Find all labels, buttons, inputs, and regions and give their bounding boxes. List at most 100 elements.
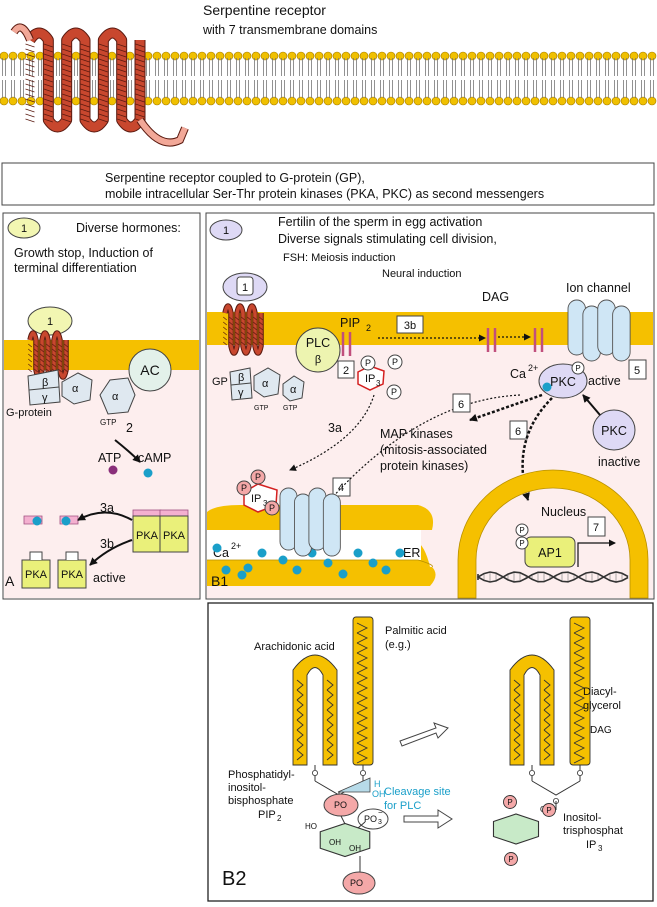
lipid-head — [530, 51, 540, 61]
helix-stripe — [135, 48, 145, 53]
panel-b2-palmitic-line2: (e.g.) — [385, 639, 411, 651]
lipid-head — [341, 51, 351, 61]
helix-stripe — [43, 73, 53, 78]
helix-stripe — [25, 98, 35, 103]
lipid-head — [242, 51, 252, 61]
zigzag — [573, 662, 586, 674]
panel-b2-label: B2 — [222, 868, 246, 890]
oxygen-atom — [577, 770, 584, 777]
helix-stripe — [117, 48, 127, 53]
lipid-head — [35, 51, 45, 61]
zigzag — [573, 642, 586, 654]
calcium-ion — [323, 558, 333, 568]
helix-stripe — [235, 331, 239, 336]
zigzag — [356, 712, 369, 724]
zigzag — [573, 702, 586, 714]
helix-stripe — [25, 43, 35, 48]
lipid-head — [638, 51, 648, 61]
helix-stripe — [34, 343, 38, 348]
lipid-head — [170, 96, 180, 106]
lipid-head — [215, 96, 225, 106]
panel-a-gprotein-label: G-protein — [6, 407, 52, 419]
panel-b2-oh-1: OH — [329, 838, 341, 847]
panel-b1: 1 Fertilin of the sperm in egg activatio… — [205, 212, 655, 600]
arachidonic-chain — [292, 654, 338, 766]
phosphate-p-label: P — [508, 855, 513, 864]
lipid-head — [602, 51, 612, 61]
lipid-head — [17, 96, 27, 106]
helix-stripe — [98, 113, 108, 118]
helix-stripe — [117, 103, 127, 108]
lipid-head — [287, 96, 297, 106]
caption-line2: mobile intracellular Ser-Thr protein kin… — [105, 187, 544, 201]
helix-stripe — [98, 118, 108, 123]
lipid-head — [251, 96, 261, 106]
panel-b1-signal-line1: Fertilin of the sperm in egg activation — [278, 215, 482, 229]
helix-stripe — [62, 43, 72, 48]
helix-stripe — [117, 118, 127, 123]
lipid-head — [8, 96, 18, 106]
lipid-head — [107, 96, 117, 106]
helix-stripe — [117, 108, 127, 113]
zigzag — [543, 689, 551, 701]
calcium-ion — [221, 565, 231, 575]
channel-subunit — [322, 493, 341, 557]
phosphate-p — [503, 795, 517, 809]
helix-stripe — [235, 321, 239, 326]
zigzag — [326, 709, 334, 721]
zigzag — [356, 652, 369, 664]
helix-stripe — [25, 88, 35, 93]
oxygen-atom — [359, 770, 366, 777]
helix-stripe — [64, 358, 68, 363]
lipid-head — [413, 51, 423, 61]
panel-b1-step6-a: 6 — [458, 399, 464, 411]
panel-b2-ip3-sub: 3 — [598, 844, 603, 853]
lipid-head — [332, 96, 342, 106]
helix-stripe — [241, 321, 245, 326]
lipid-head — [89, 51, 99, 61]
panel-b1-ap1: AP1 — [538, 546, 562, 560]
zigzag — [326, 749, 334, 761]
zigzag — [296, 689, 304, 701]
lipid-head — [593, 96, 603, 106]
phosphate-p — [542, 803, 556, 817]
panel-b1-plc: PLC — [306, 336, 330, 350]
helix-stripe — [98, 63, 108, 68]
inositol-ring — [492, 813, 540, 845]
panel-b2-pip2-line1: Phosphatidyl- — [228, 769, 295, 781]
calcium-ion — [353, 548, 363, 558]
panel-b1-gamma: γ — [238, 387, 244, 399]
panel-b1-p-1: P — [365, 358, 371, 368]
lipid-head — [314, 96, 324, 106]
panel-a-badge: 1 — [21, 223, 27, 235]
lipid-head — [233, 51, 243, 61]
helix-stripe — [62, 88, 72, 93]
zigzag — [543, 719, 551, 731]
panel-a-pka-4: PKA — [61, 569, 84, 581]
lipid-head — [269, 51, 279, 61]
helix-stripe — [229, 341, 233, 346]
helix-stripe — [64, 348, 68, 353]
panel-b1-er-ca-sup: 2+ — [231, 541, 241, 551]
helix-stripe — [25, 48, 35, 53]
helix-stripe — [43, 78, 53, 83]
oxygen-atom — [311, 770, 318, 777]
zigzag — [513, 729, 521, 741]
panel-b1-p-3: P — [391, 387, 397, 397]
lipid-head — [188, 51, 198, 61]
panel-b1-map-line2: (mitosis-associated — [380, 443, 487, 457]
lipid-head — [584, 51, 594, 61]
lipid-head — [494, 96, 504, 106]
panel-b1-signal-line2: Diverse signals stimulating cell divisio… — [278, 232, 497, 246]
panel-a-beta: β — [42, 377, 48, 389]
zigzag — [326, 699, 334, 711]
lipid-head — [458, 51, 468, 61]
helix-stripe — [241, 341, 245, 346]
helix-stripe — [28, 348, 32, 353]
panel-a-alpha-g: α — [72, 383, 79, 395]
channel-subunit — [612, 305, 631, 362]
helix-stripe — [80, 118, 90, 123]
lipid-head — [485, 96, 495, 106]
helix-stripe — [259, 336, 263, 341]
receptor-ntail — [11, 24, 33, 42]
